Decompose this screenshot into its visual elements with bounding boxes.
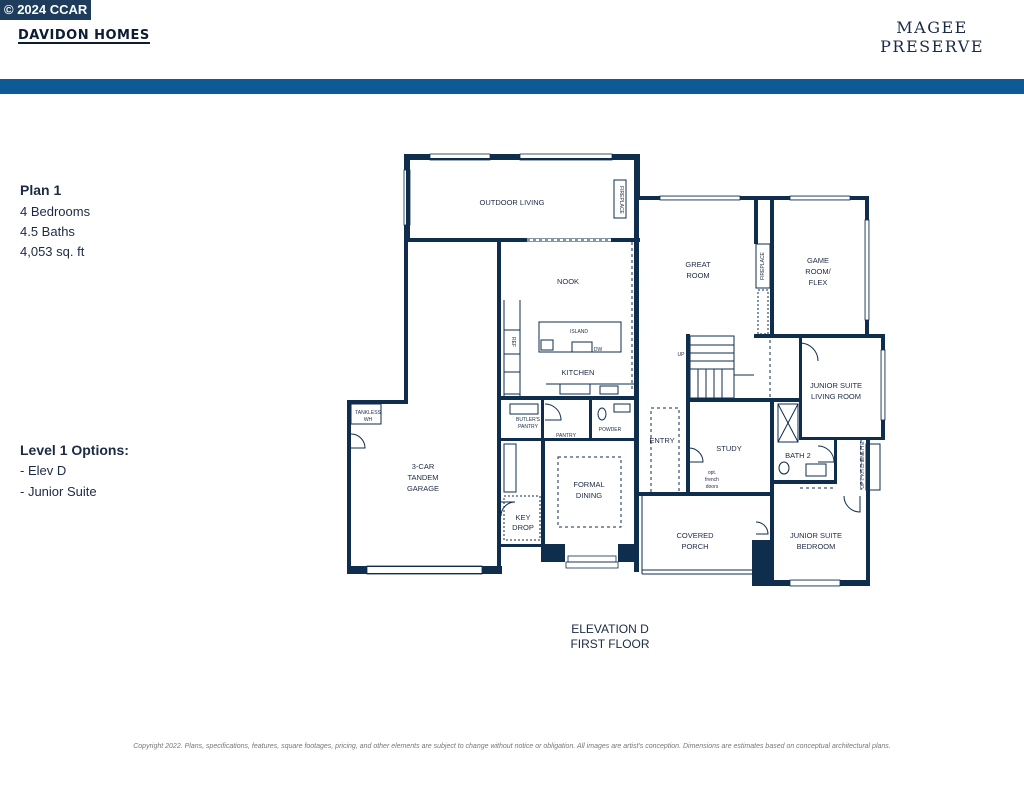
room-covered-porch-line2: PORCH [681, 542, 708, 551]
options-title: Level 1 Options: [20, 442, 129, 458]
room-game-room-line3: FLEX [809, 278, 828, 287]
plan-summary: Plan 1 4 Bedrooms 4.5 Baths 4,053 sq. ft [20, 182, 90, 264]
room-outdoor-fireplace: FIREPLACE [618, 186, 624, 214]
community-name-line2: PRESERVE [880, 37, 984, 56]
stair-up-label: UP [678, 352, 686, 358]
ccar-copyright-badge: © 2024 CCAR [0, 0, 92, 20]
elevation-line2: FIRST FLOOR [570, 637, 650, 651]
room-outdoor-living: OUTDOOR LIVING [479, 198, 544, 207]
room-junior-bedroom-line1: JUNIOR SUITE [790, 531, 842, 540]
plan-baths: 4.5 Baths [20, 224, 75, 239]
plan-square-footage: 4,053 sq. ft [20, 244, 85, 259]
room-pantry: PANTRY [556, 433, 576, 439]
room-tankless-line1: TANKLESS [355, 410, 381, 416]
room-junior-living-line2: LIVING ROOM [811, 392, 861, 401]
walls [347, 154, 885, 586]
room-study-doors-line2: french [705, 477, 719, 483]
copyright-footer: Copyright 2022. Plans, specifications, f… [133, 743, 891, 750]
elevation-line1: ELEVATION D [571, 622, 649, 636]
room-study-doors-line3: doors [706, 484, 719, 490]
plan-title: Plan 1 [20, 182, 62, 198]
room-key-drop-line1: KEY [515, 513, 530, 522]
option-elev-d: - Elev D [20, 463, 67, 478]
community-name-line1: MAGEE [896, 18, 968, 37]
room-bath-2: BATH 2 [785, 451, 811, 460]
room-game-room-line1: GAME [807, 256, 829, 265]
community-logo: MAGEE PRESERVE [880, 18, 984, 56]
room-formal-dining-line1: FORMAL [573, 480, 604, 489]
room-entry: ENTRY [649, 436, 674, 445]
room-butlers-pantry-line1: BUTLER'S [516, 417, 541, 423]
header-accent-bar [0, 79, 1024, 94]
room-butlers-pantry-line2: PANTRY [518, 424, 538, 430]
room-dishwasher: DW [594, 347, 603, 353]
room-opt-kitchenette: OPT. KITCHENETTE [860, 441, 866, 489]
room-nook: NOOK [557, 277, 579, 286]
room-kitchen: KITCHEN [562, 368, 595, 377]
davidon-homes-logo: DAVIDON HOMES [18, 28, 150, 44]
room-game-room-line2: ROOM/ [805, 267, 831, 276]
room-garage-line1: 3-CAR [412, 462, 435, 471]
plan-bedrooms: 4 Bedrooms [20, 204, 91, 219]
option-junior-suite: - Junior Suite [20, 484, 97, 499]
room-garage-line2: TANDEM [407, 473, 438, 482]
room-study: STUDY [716, 444, 741, 453]
room-tankless-line2: WH [364, 417, 373, 423]
room-powder: POWDER [599, 427, 622, 433]
elevation-caption: ELEVATION D FIRST FLOOR [510, 622, 710, 652]
room-refrigerator: REF [510, 337, 516, 347]
level-options: Level 1 Options: - Elev D - Junior Suite [20, 442, 129, 505]
room-formal-dining-line2: DINING [576, 491, 602, 500]
room-labels: OUTDOOR LIVING FIREPLACE GREAT ROOM FIRE… [355, 186, 866, 551]
room-junior-bedroom-line2: BEDROOM [797, 542, 836, 551]
room-key-drop-line2: DROP [512, 523, 534, 532]
room-junior-living-line1: JUNIOR SUITE [810, 381, 862, 390]
room-island: ISLAND [570, 329, 588, 335]
room-garage-line3: GARAGE [407, 484, 439, 493]
room-great-room-line2: ROOM [686, 271, 709, 280]
room-study-doors-line1: opt. [708, 470, 716, 476]
plan-details [350, 153, 886, 587]
room-great-room-line1: GREAT [685, 260, 711, 269]
room-interior-fireplace: FIREPLACE [760, 251, 766, 279]
room-covered-porch-line1: COVERED [676, 531, 714, 540]
